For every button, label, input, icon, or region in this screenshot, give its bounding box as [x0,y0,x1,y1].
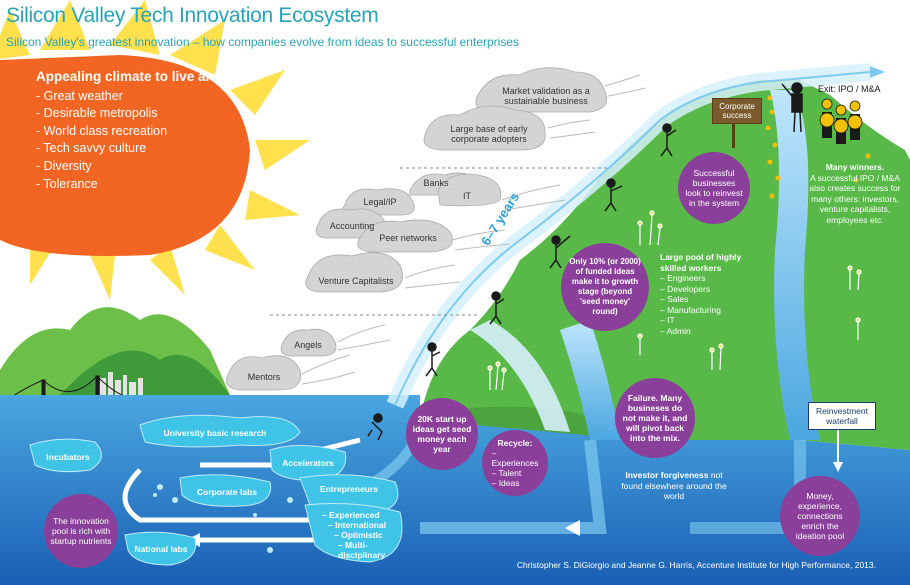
recycle-list: – Experiences – Talent – Ideas [480,448,551,488]
ten-percent-text: Only 10% (or 2000) of funded ideas make … [569,257,641,316]
entrepreneur-trait: – Experienced [322,510,380,520]
cloud-mentors: Mentors [247,372,281,382]
skilled-heading: Large pool of highly skilled workers [660,252,742,273]
investor-forgiveness: Investor forgiveness not found elsewhere… [614,470,734,502]
waterfall-right [770,90,820,440]
climate-item: - Tech savvy culture [36,141,147,156]
failure-bubble: Failure. Many busineses do not make it, … [615,378,695,458]
innovation-pool-bubble: The innovation pool is rich with startup… [44,494,118,568]
cloud-accounting: Accounting [329,221,375,231]
entrepreneur-trait: – Multi-disciplinary [338,540,386,560]
entrepreneur-trait: – International [328,520,387,530]
entrepreneur-trait: – Optimistic [334,530,383,540]
page-subtitle: Silicon Valley's greatest innovation – h… [6,35,519,49]
recycle-bubble: Recycle: – Experiences – Talent – Ideas [482,430,548,496]
skilled-item: – Developers [660,283,711,294]
nutrient-dots [153,484,293,553]
pool-entrepreneurs: Entrepreneurs [319,484,379,494]
skilled-item: – Manufacturing [660,304,721,315]
investor-forgiveness-bold: Investor forgiveness [625,470,709,480]
pool-incubators: Incubators [46,452,90,462]
money-text: Money, experience, connections enrich th… [795,491,845,541]
climber-figures [367,82,803,441]
reinvest-bubble: Successful businesses look to reinvest i… [678,152,750,224]
credit-line: Christopher S. DiGiorgio and Jeanne G. H… [516,560,876,570]
plants [487,210,862,391]
failure-text: Failure. Many busineses do not make it, … [622,393,688,443]
twenty-k-bubble: 20K start up ideas get seed money each y… [406,398,478,470]
many-winners-text: Many winners. A successful IPO / M&A als… [808,162,902,225]
climate-item: - Great weather [36,88,123,103]
cloud-peer-networks: Peer networks [379,233,437,243]
cloud-banks: Banks [423,178,449,188]
money-bubble: Money, experience, connections enrich th… [780,476,860,556]
city-skyline [100,372,143,395]
entrepreneur-traits: – Experienced – International – Optimist… [322,510,408,560]
pool-university: University basic research [163,428,267,438]
twenty-k-text: 20K start up ideas get seed money each y… [412,414,472,454]
skilled-item: – IT [660,315,675,325]
recycle-heading: Recycle: [497,438,533,448]
wind-lines [301,74,646,385]
skilled-workers: Large pool of highly skilled workers – E… [660,252,756,336]
cloud-it: IT [463,191,471,201]
reinvestment-waterfall-label: Reinvestment waterfall [808,402,876,430]
recycle-item: – Ideas [491,478,520,488]
climate-item: - Diversity [36,158,92,173]
climate-item: - Tolerance [36,176,98,191]
many-winners-heading: Many winners. [825,162,885,172]
investor-forgiveness-rest: not found elsewhere around the world [621,470,727,501]
corporate-success-sign: Corporate success [712,98,762,124]
winner-figures [765,95,871,199]
cloud-market-validation: Market validation as a sustainable busin… [502,86,590,106]
recycle-item: – Experiences [491,448,539,468]
recycle-item: – Talent [491,468,522,478]
cloud-legal: Legal/IP [363,197,397,207]
skilled-item: – Admin [660,325,691,336]
clouds [226,67,608,391]
climate-item: - World class recreation [36,123,168,138]
pool-corporate-labs: Corporate labs [197,487,257,497]
skilled-item: – Sales [660,294,689,304]
climate-item: - Desirable metropolis [36,106,158,121]
cloud-venture-capitalists: Venture Capitalists [318,276,394,286]
sun [0,55,250,256]
reinvest-text: Successful businesses look to reinvest i… [685,168,743,208]
many-winners-body: A successful IPO / M&A also creates succ… [809,172,901,225]
page-title: Silicon Valley Tech Innovation Ecosystem [6,4,379,27]
pool-national-labs: National labs [134,544,188,554]
innovation-pool-text: The innovation pool is rich with startup… [50,516,112,546]
exit-label: Exit: IPO / M&A [818,84,881,94]
pool-accelerators: Accelerators [282,458,334,468]
ten-percent-bubble: Only 10% (or 2000) of funded ideas make … [561,243,649,331]
pool-shapes [29,414,403,566]
climate-box: Appealing climate to live and work - Gre… [36,68,257,193]
climate-heading: Appealing climate to live and work [36,69,258,84]
cloud-adopters: Large base of early corporate adopters [450,124,528,144]
cloud-angels: Angels [294,340,322,350]
skilled-item: – Engineers [660,273,706,283]
